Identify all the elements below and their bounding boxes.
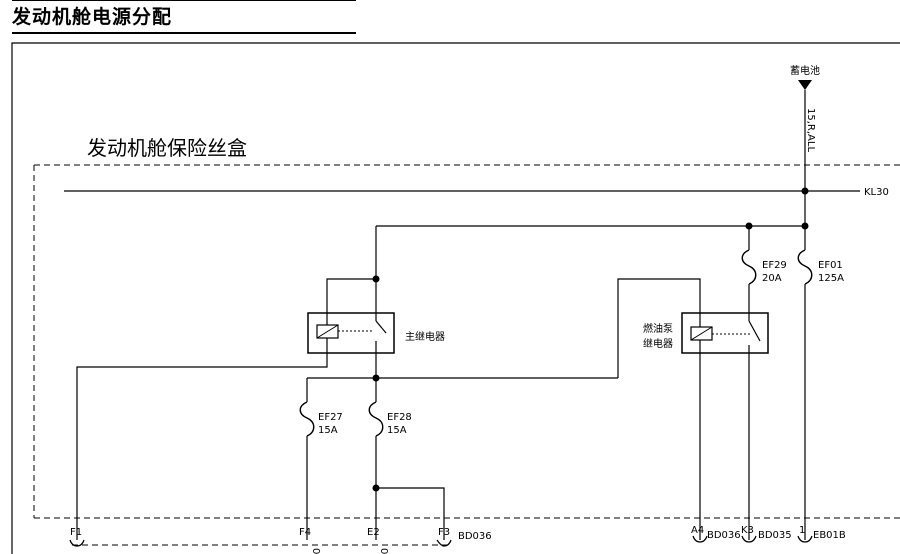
ef01-name: EF01 (818, 260, 843, 271)
battery-terminal: 蓄电池 15,R,ALL (790, 64, 820, 226)
ef29-name: EF29 (762, 260, 787, 271)
pin-f1: F1 (70, 527, 82, 538)
pin-e2: E2 (367, 527, 380, 538)
ef01-rating: 125A (818, 273, 844, 284)
main-relay: 主继电器 (307, 278, 445, 354)
diagram-frame (11, 42, 900, 554)
fuel-pump-relay-label-2: 继电器 (643, 337, 673, 350)
ef28-name: EF28 (387, 412, 412, 423)
relay-switch-icon (748, 320, 761, 342)
connector-eb01b: EB01B (813, 530, 846, 541)
fuse-icon (368, 401, 384, 437)
main-relay-label: 主继电器 (405, 330, 445, 343)
pin-f4: F4 (299, 527, 311, 538)
fuse-icon (299, 401, 315, 437)
kl30-label: KL30 (864, 187, 889, 198)
fuse-ef29: EF29 20A (741, 249, 787, 313)
connector-bd035: BD035 (758, 530, 792, 541)
ef29-rating: 20A (762, 273, 782, 284)
fuel-pump-relay: 燃油泵 继电器 (643, 312, 769, 354)
fuse-box-boundary (33, 164, 900, 519)
title-underline-top (12, 0, 356, 1)
cut-label-2: 0 (378, 548, 389, 554)
cut-label-1: 0 (310, 548, 321, 554)
fuse-icon (797, 249, 813, 285)
fuel-pump-relay-label-1: 燃油泵 (643, 322, 673, 335)
fuse-ef28: EF28 15A (368, 401, 412, 540)
ef27-name: EF27 (318, 412, 343, 423)
ef28-rating: 15A (387, 425, 407, 436)
battery-wire-label: 15,R,ALL (805, 108, 816, 152)
title-underline (12, 32, 356, 34)
fuse-icon (741, 249, 757, 285)
connector-bd036-a: BD036 (458, 531, 492, 542)
relay-switch-icon (375, 320, 387, 334)
fuse-ef27: EF27 15A (299, 401, 343, 540)
pin-labels: F1 F4 E2 F3 A4 K3 1 (70, 525, 805, 538)
page-title: 发动机舱电源分配 (12, 6, 173, 28)
fuse-box-title: 发动机舱保险丝盒 (87, 136, 247, 160)
supply-wiring (375, 225, 806, 279)
fuse-ef01: EF01 125A (797, 249, 844, 540)
pin-a4: A4 (691, 525, 704, 536)
main-relay-output-wiring (76, 278, 701, 540)
kl30-bus: KL30 (64, 187, 889, 198)
battery-label: 蓄电池 (790, 64, 820, 77)
ef27-rating: 15A (318, 425, 338, 436)
pin-k3: K3 (741, 525, 754, 536)
connector-bd036-b: BD036 (707, 530, 741, 541)
battery-arrow-icon (798, 80, 812, 90)
connector-labels: BD036 BD036 BD035 EB01B (458, 530, 846, 542)
pin-1: 1 (799, 525, 805, 536)
pin-f3: F3 (438, 527, 450, 538)
connector-hooks (69, 535, 813, 547)
